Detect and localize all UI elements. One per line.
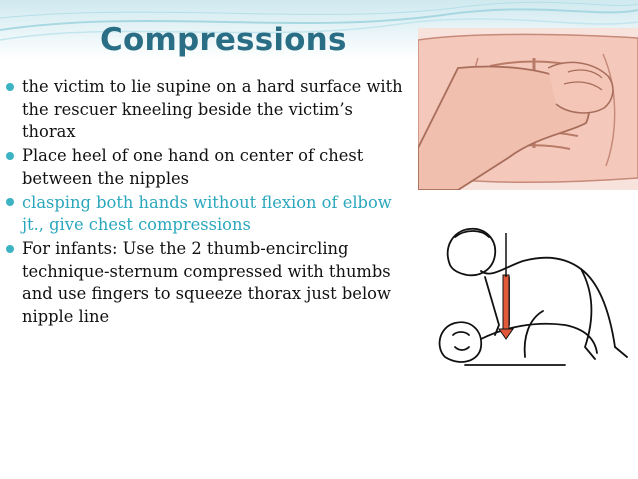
- bullet-item: Place heel of one hand on center of ches…: [4, 145, 404, 190]
- bullet-item: the victim to lie supine on a hard surfa…: [4, 76, 404, 144]
- bullet-icon: [6, 244, 14, 253]
- slide-title: Compressions: [100, 22, 347, 58]
- bullet-text: For infants: Use the 2 thumb-encircling …: [22, 239, 391, 326]
- bullet-text: clasping both hands without flexion of e…: [22, 192, 392, 235]
- bullet-icon: [6, 151, 14, 160]
- bullet-text: the victim to lie supine on a hard surfa…: [22, 77, 403, 141]
- rescuer-compression-illustration: [425, 207, 638, 375]
- bullet-text: Place heel of one hand on center of ches…: [22, 146, 364, 188]
- hand-on-chest-illustration: [418, 28, 638, 190]
- bullet-item: clasping both hands without flexion of e…: [4, 192, 404, 237]
- bullet-item: For infants: Use the 2 thumb-encircling …: [4, 238, 404, 328]
- bullet-list: the victim to lie supine on a hard surfa…: [4, 76, 404, 330]
- bullet-icon: [6, 198, 14, 206]
- bullet-icon: [6, 82, 14, 91]
